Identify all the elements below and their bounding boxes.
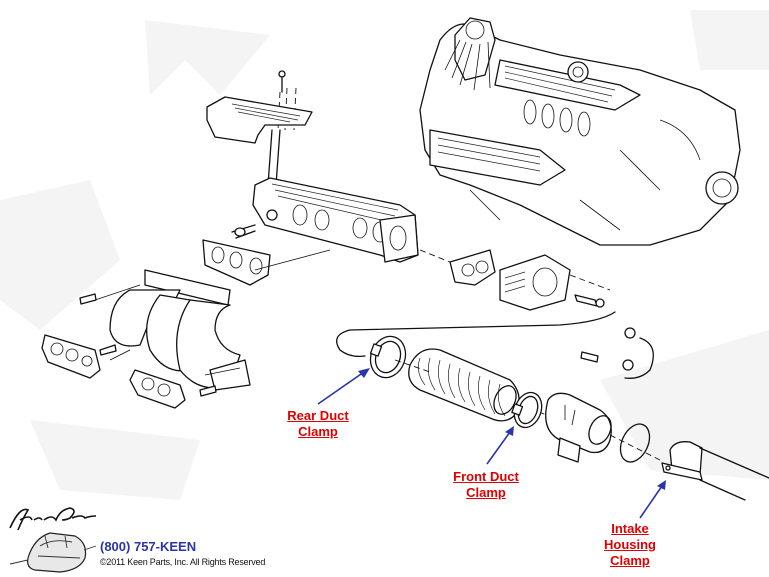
callout-line: Clamp — [298, 424, 338, 439]
callout-line: Intake — [611, 521, 649, 536]
copyright-notice: ©2011 Keen Parts, Inc. All Rights Reserv… — [100, 557, 266, 567]
vacuum-fittings — [580, 327, 654, 379]
rear-duct-clamp-part — [369, 335, 407, 379]
callout-line: Front Duct — [453, 469, 519, 484]
front-duct-clamp-part — [511, 391, 543, 429]
intake-gasket — [202, 239, 331, 286]
intake-housing-clamp-part — [661, 441, 769, 501]
callout-front-duct-clamp[interactable]: Front Duct Clamp — [436, 469, 536, 501]
o-ring — [609, 423, 661, 463]
callout-rear-duct-clamp[interactable]: Rear Duct Clamp — [268, 408, 368, 440]
exhaust-gaskets — [41, 334, 186, 409]
callout-arrow-rear-duct-clamp — [317, 368, 370, 405]
phone-number: (800) 757-KEEN — [100, 539, 197, 554]
exhaust-manifold — [79, 269, 251, 397]
callout-line: Housing — [604, 537, 656, 552]
background-watermark — [0, 10, 769, 500]
callout-line: Rear Duct — [287, 408, 349, 423]
callout-intake-housing-clamp[interactable]: Intake Housing Clamp — [595, 521, 665, 569]
plenum-cover — [206, 70, 313, 186]
intake-plenum — [231, 177, 419, 263]
airflow-housing — [545, 392, 612, 463]
engine-block — [419, 17, 741, 246]
callout-line: Clamp — [466, 485, 506, 500]
callout-arrow-intake-housing-clamp — [639, 480, 666, 519]
callout-line: Clamp — [610, 553, 650, 568]
vacuum-hose — [336, 311, 616, 358]
throttle-body — [419, 249, 611, 311]
keen-parts-logo — [9, 507, 97, 573]
callout-arrow-front-duct-clamp — [486, 426, 514, 465]
